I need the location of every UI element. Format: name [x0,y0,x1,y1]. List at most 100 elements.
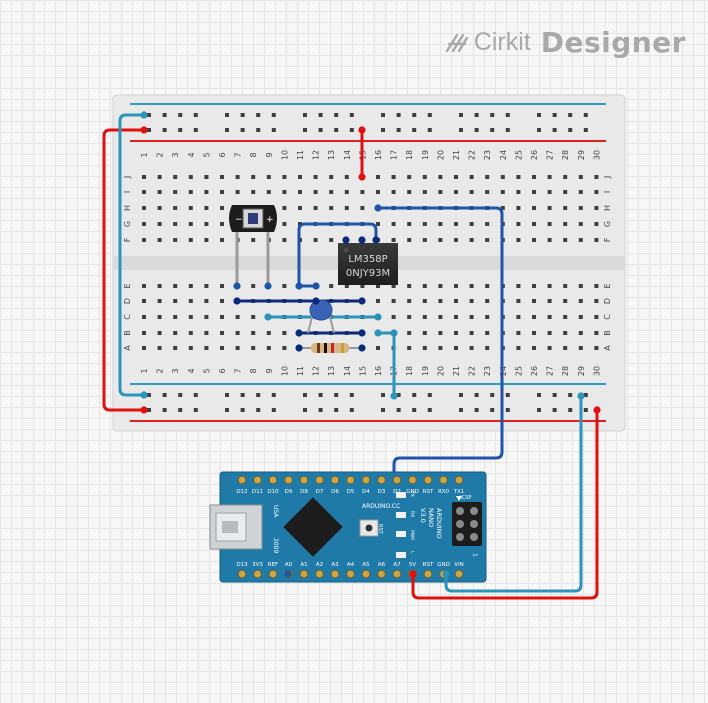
terminal-hole[interactable] [391,190,396,194]
rail-hole[interactable] [412,113,417,117]
rail-hole[interactable] [583,113,588,117]
terminal-hole[interactable] [516,331,521,335]
terminal-hole[interactable] [594,331,599,335]
terminal-hole[interactable] [547,238,552,242]
wire-5v-to-rail[interactable] [411,410,599,600]
terminal-hole[interactable] [204,299,209,303]
terminal-hole[interactable] [422,190,427,194]
terminal-hole[interactable] [188,331,193,335]
terminal-hole[interactable] [422,175,427,179]
terminal-hole[interactable] [547,190,552,194]
terminal-hole[interactable] [157,175,162,179]
nano-pin-a1[interactable] [299,569,309,579]
terminal-hole[interactable] [485,299,490,303]
rail-hole[interactable] [505,128,510,132]
terminal-hole[interactable] [485,222,490,226]
ceramic-capacitor[interactable] [307,299,335,334]
terminal-hole[interactable] [220,315,224,319]
rail-hole[interactable] [490,393,495,397]
rail-hole[interactable] [334,113,339,117]
terminal-hole[interactable] [469,222,474,226]
terminal-hole[interactable] [454,315,458,319]
terminal-hole[interactable] [438,315,443,319]
terminal-hole[interactable] [173,175,178,179]
terminal-hole[interactable] [454,175,458,179]
wire-endpoint[interactable] [358,236,366,244]
terminal-hole[interactable] [469,190,474,194]
rail-hole[interactable] [271,128,276,132]
rail-hole[interactable] [193,113,198,117]
wire-endpoint[interactable] [442,570,450,578]
terminal-hole[interactable] [220,284,224,288]
terminal-hole[interactable] [329,238,334,242]
terminal-hole[interactable] [485,190,490,194]
terminal-hole[interactable] [391,315,396,319]
terminal-hole[interactable] [282,190,287,194]
rail-hole[interactable] [568,393,573,397]
terminal-hole[interactable] [282,222,287,226]
terminal-hole[interactable] [204,175,209,179]
rail-hole[interactable] [225,408,229,412]
wire-endpoint[interactable] [140,111,148,119]
rail-hole[interactable] [459,408,463,412]
terminal-hole[interactable] [157,222,162,226]
terminal-hole[interactable] [313,175,318,179]
terminal-hole[interactable] [532,238,536,242]
nano-pin-vin[interactable] [454,569,464,579]
rail-hole[interactable] [583,128,588,132]
rail-hole[interactable] [178,113,183,117]
terminal-hole[interactable] [173,284,178,288]
terminal-hole[interactable] [547,206,552,210]
terminal-hole[interactable] [220,346,224,350]
terminal-hole[interactable] [516,206,521,210]
terminal-hole[interactable] [422,331,427,335]
rail-hole[interactable] [240,393,245,397]
terminal-hole[interactable] [469,315,474,319]
nano-pin-rx0[interactable] [439,475,448,485]
rail-hole[interactable] [193,393,198,397]
terminal-hole[interactable] [157,190,162,194]
terminal-hole[interactable] [422,346,427,350]
terminal-hole[interactable] [547,299,552,303]
terminal-hole[interactable] [360,190,365,194]
rail-hole[interactable] [147,113,151,117]
rail-hole[interactable] [162,393,167,397]
rail-hole[interactable] [334,128,339,132]
terminal-hole[interactable] [563,299,568,303]
rail-hole[interactable] [271,393,276,397]
terminal-hole[interactable] [578,190,583,194]
terminal-hole[interactable] [454,299,458,303]
terminal-hole[interactable] [469,299,474,303]
terminal-hole[interactable] [578,175,583,179]
resistor[interactable] [299,343,362,353]
nano-pin-a5[interactable] [361,569,371,579]
nano-pin-d9[interactable] [284,475,293,485]
terminal-hole[interactable] [563,346,568,350]
terminal-hole[interactable] [563,331,568,335]
terminal-hole[interactable] [188,206,193,210]
rail-hole[interactable] [256,408,261,412]
wire-endpoint[interactable] [374,329,382,337]
terminal-hole[interactable] [313,238,318,242]
terminal-hole[interactable] [391,175,396,179]
terminal-hole[interactable] [204,222,209,226]
rail-hole[interactable] [193,128,198,132]
wire-endpoint[interactable] [295,344,303,352]
terminal-hole[interactable] [376,284,380,288]
terminal-hole[interactable] [516,284,521,288]
wire-endpoint[interactable] [312,297,320,305]
terminal-hole[interactable] [251,331,256,335]
nano-pin-d13[interactable] [237,569,247,579]
terminal-hole[interactable] [594,206,599,210]
rail-hole[interactable] [318,393,323,397]
wire-endpoint[interactable] [374,204,382,212]
terminal-hole[interactable] [438,175,443,179]
terminal-hole[interactable] [251,175,256,179]
terminal-hole[interactable] [563,222,568,226]
terminal-hole[interactable] [407,190,412,194]
nano-pin-d5[interactable] [346,475,355,485]
rail-hole[interactable] [381,128,385,132]
rail-hole[interactable] [381,408,385,412]
terminal-hole[interactable] [407,331,412,335]
terminal-hole[interactable] [454,346,458,350]
